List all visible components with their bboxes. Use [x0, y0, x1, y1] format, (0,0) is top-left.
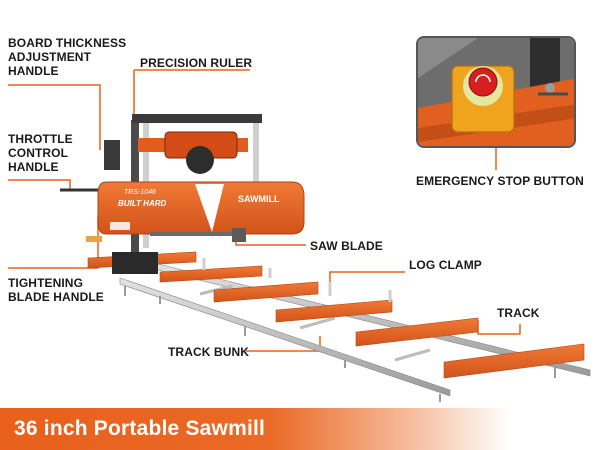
- frame-post-right: [253, 120, 259, 230]
- model-text: TRS-1046: [124, 189, 156, 196]
- log-clamps: [202, 258, 392, 302]
- label-tightening-blade-handle: TIGHTENING BLADE HANDLE: [8, 276, 104, 304]
- leader-board-thickness: [8, 84, 101, 150]
- label-board-thickness-adjustment-handle: BOARD THICKNESS ADJUSTMENT HANDLE: [8, 36, 127, 78]
- engine-pulley: [186, 146, 214, 174]
- frame-top: [132, 114, 262, 123]
- track-legs: [124, 286, 556, 402]
- tightening-blade-handle: [86, 236, 102, 242]
- label-throttle-control-handle: THROTTLE CONTROL HANDLE: [8, 132, 73, 174]
- leader-log-clamp: [329, 271, 405, 282]
- leader-tightening: [8, 215, 99, 269]
- leader-track: [477, 320, 521, 335]
- track-rail-front: [119, 277, 451, 397]
- tagline-text: BUILT HARD: [118, 199, 167, 208]
- carriage-base: [112, 252, 158, 274]
- housing-stripe: [195, 184, 224, 232]
- sawmill-head: TRS-1046 BUILT HARD SAWMILL: [60, 114, 305, 274]
- banner-title: 36 inch Portable Sawmill: [14, 417, 266, 440]
- band-wheel-housing: [97, 181, 305, 235]
- warning-decal: [110, 222, 130, 230]
- bunk: [213, 281, 319, 303]
- bunk: [275, 299, 393, 323]
- saw-blade: [150, 232, 240, 236]
- blade-guide: [232, 228, 246, 242]
- label-saw-blade: SAW BLADE: [310, 239, 383, 253]
- label-log-clamp: LOG CLAMP: [409, 258, 482, 272]
- bunk: [355, 317, 479, 347]
- emergency-stop-illustration: [418, 38, 574, 146]
- brand-text: SAWMILL: [238, 194, 280, 204]
- bunk: [159, 265, 263, 283]
- leader-saw-blade: [235, 234, 306, 246]
- leader-throttle: [8, 179, 71, 190]
- label-track-bunk: TRACK BUNK: [168, 345, 249, 359]
- label-precision-ruler: PRECISION RULER: [140, 56, 253, 70]
- board-thickness-handle: [104, 140, 120, 170]
- emergency-stop-inset: [416, 36, 576, 148]
- emergency-stop-button-icon: [468, 67, 498, 97]
- bunk: [443, 343, 585, 379]
- label-emergency-stop-button: EMERGENCY STOP BUTTON: [416, 174, 584, 188]
- label-track: TRACK: [497, 306, 540, 320]
- title-banner: 36 inch Portable Sawmill: [0, 408, 600, 450]
